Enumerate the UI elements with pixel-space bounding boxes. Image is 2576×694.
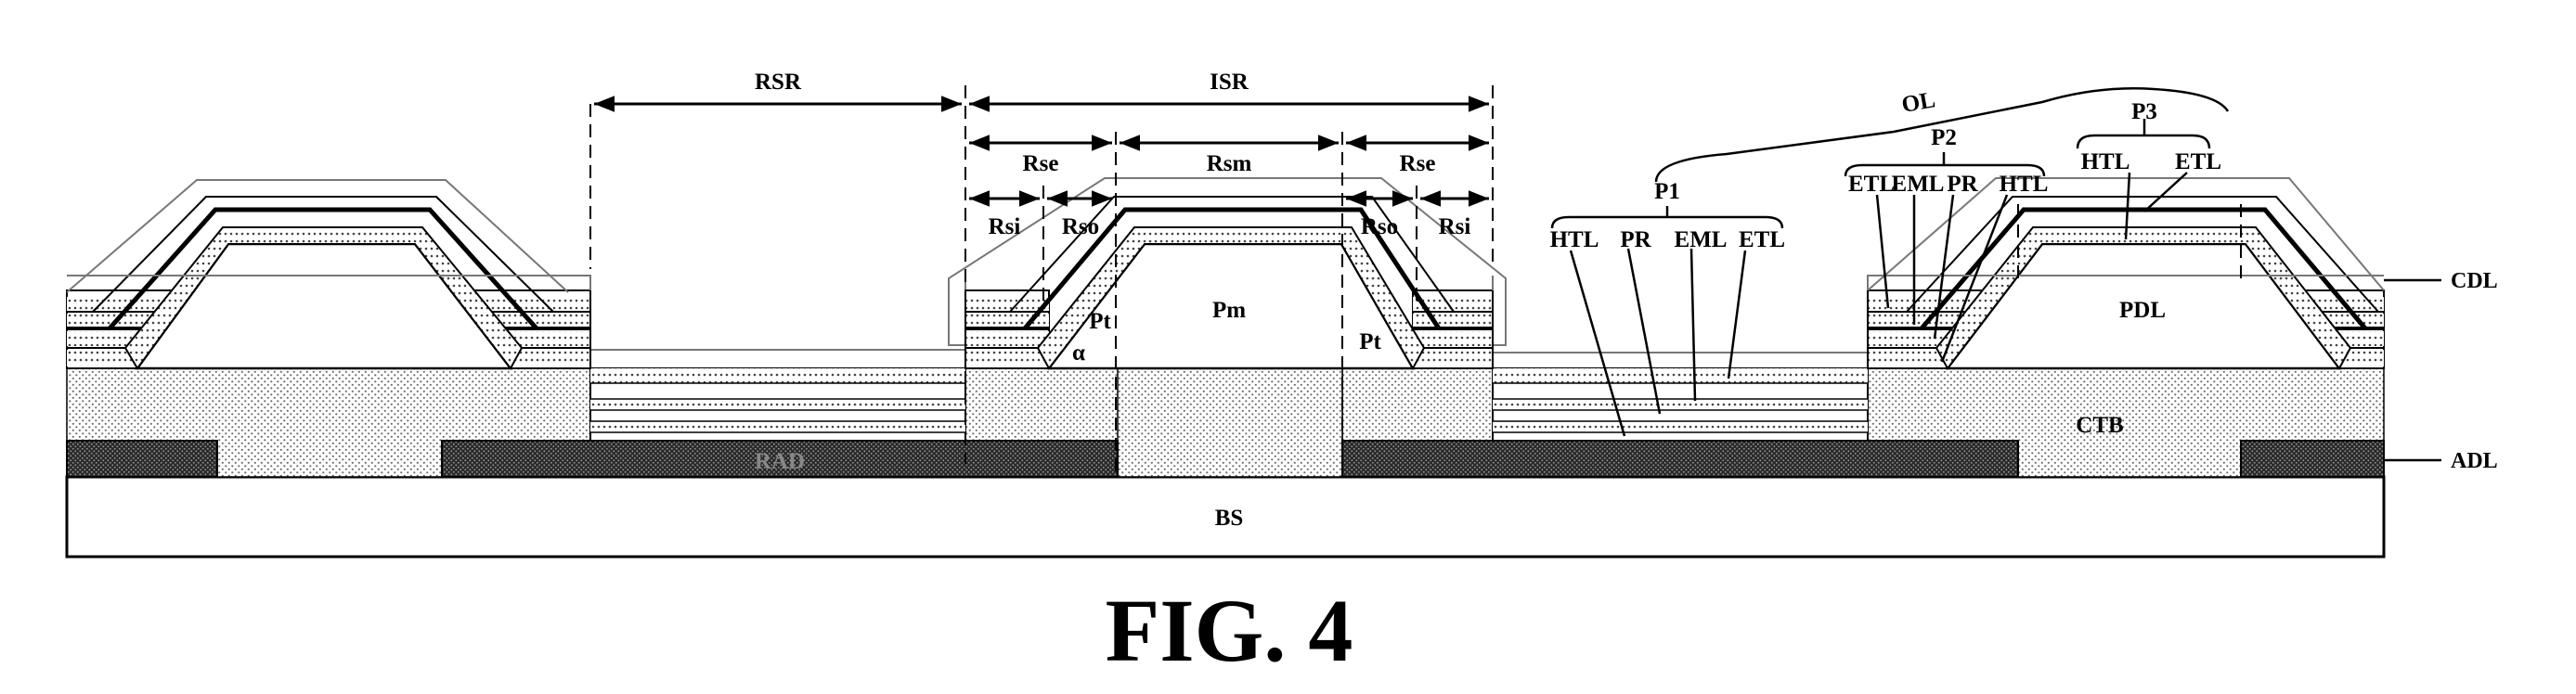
dimension-arrows — [594, 96, 1489, 207]
figure-caption: FIG. 4 — [1106, 581, 1353, 680]
isr-label: ISR — [1210, 70, 1249, 95]
p3-label: P3 — [2131, 99, 2157, 124]
base-substrate — [65, 475, 2386, 559]
pm-label: Pm — [1212, 298, 1246, 323]
rso-left-label: Rso — [1062, 214, 1099, 239]
p2-layer-eml: EML — [1892, 172, 1945, 197]
layer-group-braces — [1550, 87, 2441, 462]
diagram-labels: RSR ISR Rse Rsm Rse Rsi Rso Rso Rsi Pm P… — [755, 70, 2498, 680]
ctb-layer — [66, 367, 2385, 478]
adl-label: ADL — [2451, 449, 2498, 473]
ol-label: OL — [1900, 87, 1937, 118]
pt-right-label: Pt — [1359, 329, 1381, 354]
rso-right-label: Rso — [1361, 214, 1398, 239]
recess-organic-layers — [441, 367, 1869, 478]
ctb-label: CTB — [2076, 413, 2123, 438]
p3-layer-etl: ETL — [2175, 149, 2221, 174]
rsi-right-label: Rsi — [1439, 214, 1471, 239]
alpha-label: α — [1072, 341, 1085, 366]
p1-layer-eml: EML — [1675, 227, 1728, 252]
rse-left-label: Rse — [1023, 151, 1059, 176]
pt-left-label: Pt — [1089, 309, 1111, 334]
p3-layer-htl: HTL — [2081, 149, 2130, 174]
p2-layer-htl: HTL — [2000, 172, 2049, 197]
region-boundaries — [589, 85, 2242, 477]
rsi-left-label: Rsi — [989, 214, 1021, 239]
p1-layer-etl: ETL — [1739, 227, 1785, 252]
cdl-label: CDL — [2451, 269, 2498, 293]
right-bank-pdl — [1867, 177, 2385, 370]
p2-layer-pr: PR — [1947, 172, 1978, 197]
rsm-label: Rsm — [1207, 151, 1252, 176]
p2-layer-etl: ETL — [1848, 172, 1895, 197]
bs-label: BS — [1215, 506, 1244, 531]
p1-label: P1 — [1654, 179, 1680, 204]
p1-layer-pr: PR — [1620, 227, 1651, 252]
pdl-label: PDL — [2119, 298, 2166, 323]
rad-label: RAD — [755, 449, 805, 474]
p2-label: P2 — [1931, 125, 1957, 150]
p1-layer-htl: HTL — [1550, 227, 1599, 252]
rse-right-label: Rse — [1400, 151, 1436, 176]
left-bank — [66, 179, 569, 370]
rsr-label: RSR — [755, 70, 802, 95]
